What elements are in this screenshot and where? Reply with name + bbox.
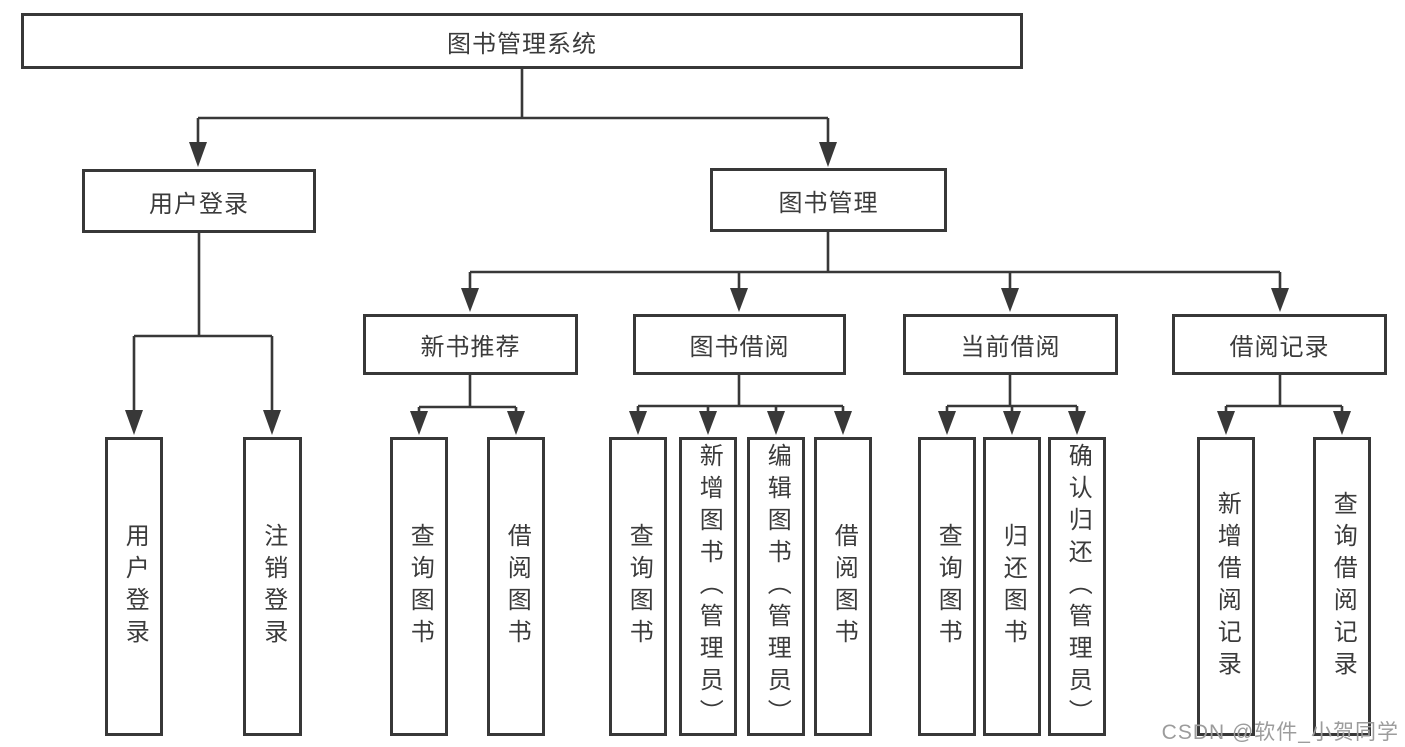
- leaf-return-book-label: 归还图书: [999, 522, 1027, 651]
- connector-book-borrow-to-leaves: [629, 375, 852, 435]
- connector-current-borrow-to-leaves: [938, 375, 1086, 435]
- leaf-add-borrow-record-label: 新增借阅记录: [1213, 490, 1241, 683]
- leaf-borrow-books-recommend: 借阅图书: [487, 437, 545, 736]
- leaf-borrow-books: 借阅图书: [814, 437, 872, 736]
- leaf-user-login: 用户登录: [105, 437, 163, 736]
- leaf-search-books-recommend-label: 查询图书: [406, 522, 434, 651]
- leaf-logout: 注销登录: [243, 437, 302, 736]
- node-current-borrow: 当前借阅: [903, 314, 1118, 375]
- leaf-logout-label: 注销登录: [259, 522, 287, 651]
- node-book-management: 图书管理: [710, 168, 947, 232]
- leaf-return-book: 归还图书: [983, 437, 1041, 736]
- leaf-search-books-borrow: 查询图书: [609, 437, 667, 736]
- node-borrow-records: 借阅记录: [1172, 314, 1387, 375]
- csdn-watermark: CSDN @软件_小贺同学: [1161, 721, 1399, 744]
- node-root-system: 图书管理系统: [21, 13, 1023, 69]
- leaf-search-borrow-record-label: 查询借阅记录: [1329, 490, 1357, 683]
- node-book-borrow: 图书借阅: [633, 314, 846, 375]
- leaf-confirm-return-admin-label: 确认归还（管理员）: [1064, 442, 1092, 731]
- leaf-search-books-current: 查询图书: [918, 437, 976, 736]
- connector-new-book-to-leaves: [410, 375, 525, 435]
- leaf-search-borrow-record: 查询借阅记录: [1313, 437, 1371, 736]
- connector-borrow-records-to-leaves: [1217, 375, 1351, 435]
- leaf-edit-book-admin: 编辑图书（管理员）: [747, 437, 805, 736]
- leaf-confirm-return-admin: 确认归还（管理员）: [1048, 437, 1106, 736]
- node-new-book-recommend: 新书推荐: [363, 314, 578, 375]
- leaf-add-book-admin: 新增图书（管理员）: [679, 437, 737, 736]
- connector-book-management-to-groups: [461, 232, 1289, 312]
- leaf-borrow-books-recommend-label: 借阅图书: [503, 522, 531, 651]
- leaf-borrow-books-label: 借阅图书: [830, 522, 858, 651]
- connector-root-to-level2: [189, 69, 837, 167]
- leaf-add-book-admin-label: 新增图书（管理员）: [695, 442, 723, 731]
- connector-user-login-to-leaves: [125, 233, 281, 435]
- leaf-search-books-current-label: 查询图书: [934, 522, 962, 651]
- node-user-login: 用户登录: [82, 169, 316, 233]
- leaf-add-borrow-record: 新增借阅记录: [1197, 437, 1255, 736]
- leaf-search-books-borrow-label: 查询图书: [625, 522, 653, 651]
- leaf-edit-book-admin-label: 编辑图书（管理员）: [763, 442, 791, 731]
- leaf-user-login-label: 用户登录: [121, 522, 149, 651]
- leaf-search-books-recommend: 查询图书: [390, 437, 448, 736]
